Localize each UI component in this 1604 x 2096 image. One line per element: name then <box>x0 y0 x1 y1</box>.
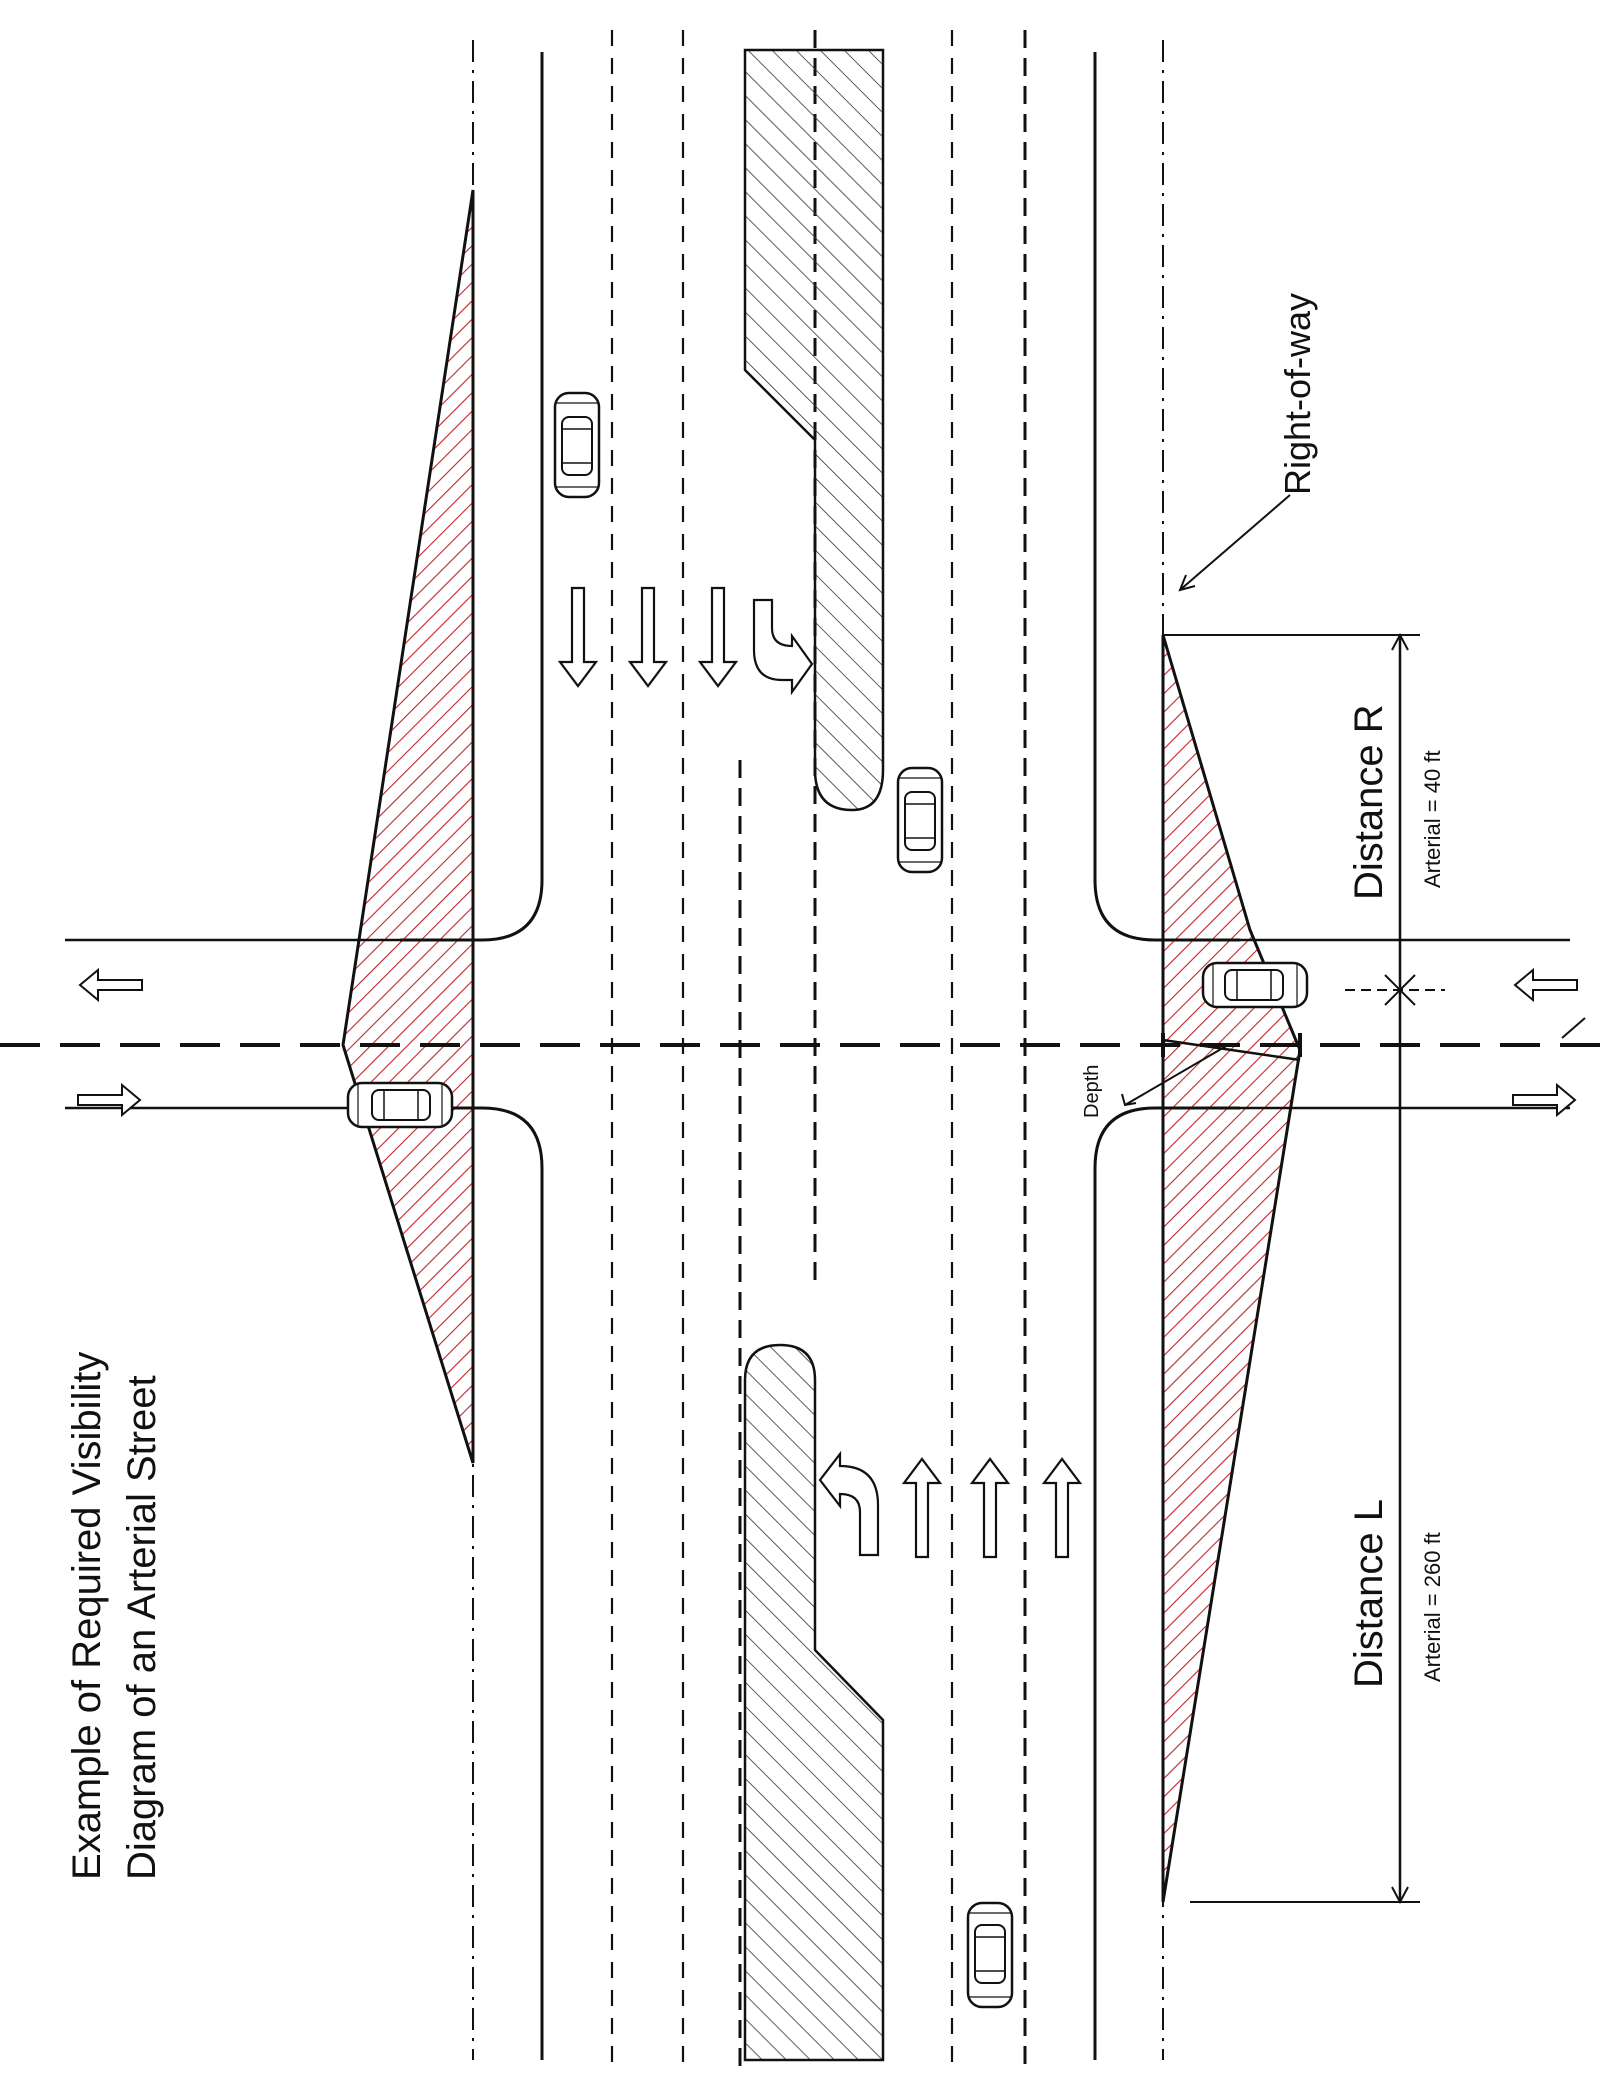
cross-street <box>0 938 1600 1110</box>
distance-r-note: Arterial = 40 ft <box>1420 750 1445 888</box>
diagram-title: Example of Required Visibility Diagram o… <box>65 1352 164 1880</box>
median-top <box>743 48 885 812</box>
distance-l-note: Arterial = 260 ft <box>1420 1532 1445 1682</box>
arrow-icon <box>77 1084 141 1116</box>
turn-arrow-icon <box>818 1450 880 1557</box>
title-line-1: Example of Required Visibility <box>65 1352 109 1880</box>
arrow-icon <box>970 1457 1010 1559</box>
depth-label: Depth <box>1081 1065 1103 1118</box>
distance-r-label: Distance R <box>1347 704 1391 900</box>
arrow-icon <box>1042 1457 1082 1559</box>
title-line-2: Diagram of an Arterial Street <box>120 1375 164 1880</box>
depth-marker <box>1121 1033 1302 1107</box>
arterial-curbs <box>400 52 1240 2060</box>
car-icon <box>1201 961 1309 1009</box>
car-icon <box>896 766 944 874</box>
through-arrows-top <box>558 586 738 688</box>
visibility-triangle-bottom <box>1161 634 1302 1903</box>
right-of-way-lines <box>472 40 1164 2060</box>
turn-arrow-icon <box>752 598 814 696</box>
car-icon <box>966 1901 1014 2009</box>
arrow-icon <box>1514 969 1578 1001</box>
visibility-triangle-top <box>341 189 475 1464</box>
median-bottom <box>743 1343 885 2062</box>
turn-arrow-top <box>752 598 814 696</box>
arrow-icon <box>698 586 738 688</box>
distance-dimensions <box>1163 632 1586 1905</box>
distance-l-label: Distance L <box>1347 1499 1391 1688</box>
arrow-icon <box>79 969 143 1001</box>
lane-lines <box>610 30 954 2070</box>
turn-arrow-bottom <box>818 1450 880 1557</box>
through-arrows-bottom <box>902 1457 1082 1559</box>
arrow-icon <box>1512 1084 1576 1116</box>
right-of-way-label: Right-of-way <box>1277 293 1318 495</box>
arrow-icon <box>558 586 598 688</box>
car-icon <box>346 1081 454 1129</box>
arrow-icon <box>902 1457 942 1559</box>
arrow-icon <box>628 586 668 688</box>
cross-street-arrows <box>77 969 1578 1116</box>
right-of-way-leader <box>1178 494 1291 592</box>
car-icon <box>553 391 601 499</box>
